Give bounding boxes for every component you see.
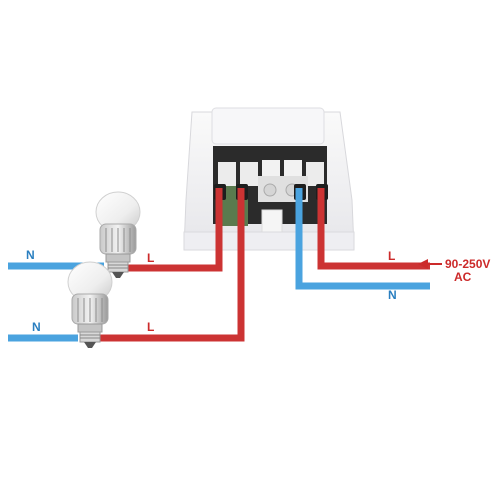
- line-label-top-bulb: L: [147, 251, 154, 265]
- live-wire-top-bulb: [126, 188, 223, 272]
- smart-switch-module: [183, 107, 355, 251]
- input-arrow: [418, 259, 442, 269]
- terminal-block: [218, 160, 324, 202]
- neutral-wire-input: [295, 188, 430, 290]
- center-tab: [261, 209, 283, 233]
- neutral-label-top-bulb: N: [26, 248, 35, 262]
- switch-top-cover: [211, 107, 325, 145]
- ac-label: AC: [454, 270, 472, 284]
- live-wire-bottom-bulb: [98, 188, 245, 342]
- light-bulb-bottom: [67, 261, 113, 348]
- line-label-bottom-bulb: L: [147, 320, 154, 334]
- line-label-input: L: [388, 249, 395, 263]
- switch-base: [183, 231, 355, 251]
- light-bulb-top: [95, 191, 141, 278]
- live-wire-input: [317, 188, 430, 270]
- neutral-label-bottom-bulb: N: [32, 320, 41, 334]
- neutral-label-input: N: [388, 288, 397, 302]
- voltage-label: 90-250V: [445, 257, 490, 271]
